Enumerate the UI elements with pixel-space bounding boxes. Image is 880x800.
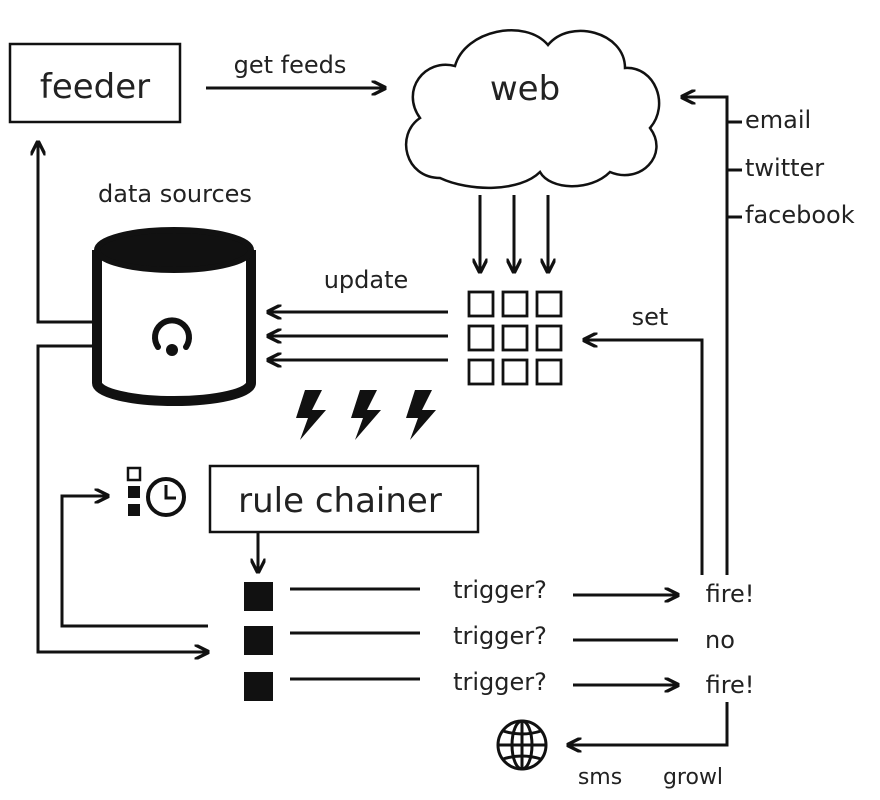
rule-row: trigger? fire! [244,668,754,701]
channel-twitter: twitter [745,154,824,182]
rule-condition: trigger? [453,576,547,604]
get-feeds-label: get feeds [234,51,347,79]
loop-to-schedule-arrow [60,496,208,628]
clock-icon [126,466,186,517]
rule-row: trigger? fire! [244,576,754,611]
channel-email: email [745,106,811,134]
notify-arrow [568,702,729,745]
lightning-bolt-icon [296,390,436,440]
rule-result: no [705,626,735,654]
notify-sms: sms [578,765,622,790]
set-arrow [584,340,704,575]
data-to-rules-arrow [36,344,208,652]
rule-row: trigger? no [244,622,735,655]
globe-icon [496,719,548,771]
database-icon [92,227,256,406]
channels-to-web-arrow [682,97,729,575]
grid-icon [467,290,563,386]
rule-condition: trigger? [453,622,547,650]
set-label: set [632,303,669,331]
feeder-node: feeder [8,42,182,124]
web-label: web [490,69,560,109]
feeder-label: feeder [40,67,150,107]
update-label: update [324,266,409,294]
data-sources-label: data sources [98,180,252,208]
rule-result: fire! [706,580,755,608]
rule-condition: trigger? [453,668,547,696]
data-to-feeder-arrow [38,142,97,324]
rule-chainer-label: rule chainer [238,481,442,521]
rule-chainer-node: rule chainer [208,464,480,534]
rule-result: fire! [706,671,755,699]
channel-facebook: facebook [745,201,855,229]
web-cloud: web [404,29,661,190]
notify-growl: growl [663,765,723,790]
